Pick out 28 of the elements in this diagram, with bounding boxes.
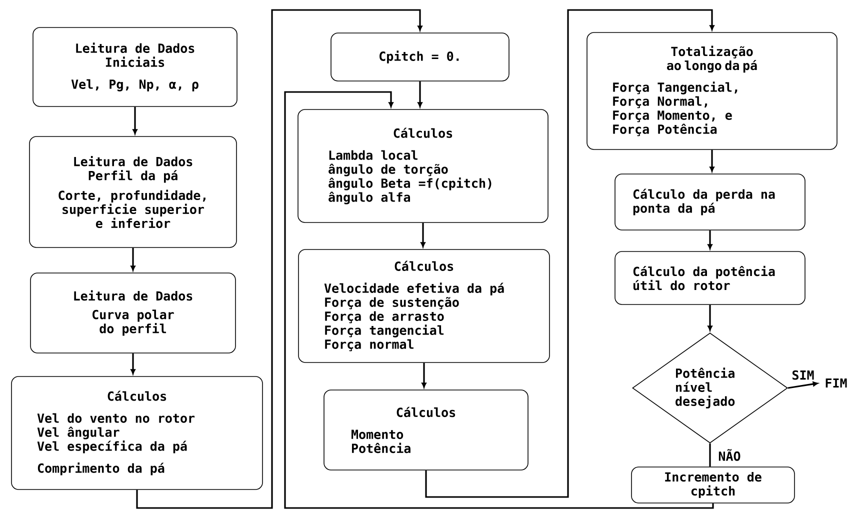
process-box: Cálculos Lambda local ângulo de torção ângulo Beta =f(cpitch) ângulo alfa — [298, 109, 548, 223]
process-box: Cpitch = 0. — [330, 32, 510, 82]
process-box: Incremento de cpitch — [631, 466, 795, 504]
arrow — [130, 353, 136, 374]
process-box: Totalização ao longo da pá Força Tangencial, Força Normal, Força Momento, e Força Potência — [586, 32, 838, 150]
process-box: Leitura de Dados Perfil da pá Corte, profundidade, superficie superior e inferior — [29, 136, 237, 248]
process-box: Cálculos Velocidade efetiva da pá Força de sustenção Força de arrasto Força tangencial Força normal — [298, 249, 550, 363]
arrow — [418, 81, 422, 108]
arrow — [420, 222, 426, 248]
process-box: Leitura de Dados Iniciais Vel, Pg, Np, α, ρ — [32, 27, 238, 107]
arrow — [710, 150, 714, 172]
process-box: Leitura de Dados Curva polar do perfil — [30, 272, 236, 354]
arrow — [708, 304, 712, 331]
arrow — [422, 362, 426, 388]
arrow — [130, 248, 136, 271]
arrow — [788, 382, 818, 389]
process-box: Cálculo da perda na ponta da pá — [614, 174, 806, 230]
edge-label: SIM — [790, 369, 816, 381]
arrow — [708, 230, 712, 250]
process-box: Cálculos Vel do vento no rotor Vel ângular Vel específica da pá Comprimento da pá — [11, 376, 263, 490]
process-box: Cálculo da potência útil do rotor — [614, 251, 806, 305]
process-box: Cálculos Momento Potência — [324, 390, 528, 470]
arrow — [425, 9, 714, 498]
edge-label: NÃO — [717, 448, 742, 462]
arrow — [132, 106, 138, 134]
arrow — [284, 91, 714, 509]
arrow — [136, 9, 422, 509]
terminal-label: FIM — [826, 378, 847, 388]
